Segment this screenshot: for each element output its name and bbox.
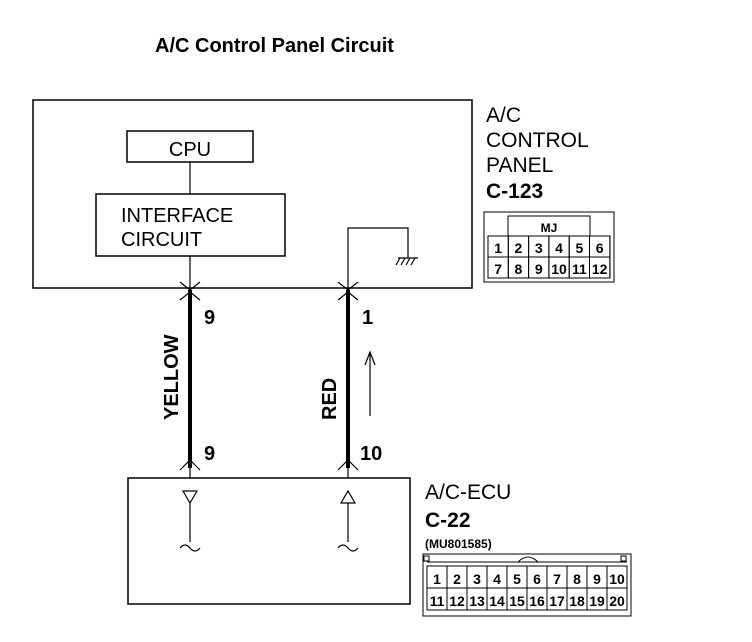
c22-pin-label: 8: [573, 571, 581, 587]
c123-pin-label: 11: [572, 261, 587, 277]
c22-pin-label: 3: [473, 571, 481, 587]
c22-pin-label: 18: [569, 593, 585, 609]
c22-pin-label: 2: [453, 571, 461, 587]
c22-pin-label: 10: [609, 571, 625, 587]
c22-pin-label: 12: [449, 593, 465, 609]
c123-pin-label: 2: [515, 240, 523, 256]
ecu-label: A/C-ECU: [425, 481, 511, 504]
c22-pin-label: 9: [593, 571, 601, 587]
cpu-label: CPU: [169, 139, 211, 161]
c22-pin-label: 20: [609, 593, 625, 609]
c22-pin-label: 17: [549, 593, 565, 609]
c22-pin-label: 5: [513, 571, 521, 587]
control-panel-label-line3: PANEL: [486, 154, 553, 177]
c123-pin-label: 4: [555, 240, 563, 256]
c123-pin-label: 5: [575, 240, 583, 256]
c22-pin-label: 11: [430, 593, 445, 609]
c123-pin-cell: [589, 256, 611, 279]
ecu-box: [127, 477, 411, 605]
ecu-output-arrow-icon: [337, 489, 359, 552]
control-panel-box: [32, 99, 473, 289]
c123-pin-label: 6: [596, 240, 604, 256]
c22-pin-cell: [606, 587, 628, 611]
c123-pin-label: 8: [515, 261, 523, 277]
c123-pin-label: 12: [592, 261, 608, 277]
c22-pin-label: 6: [533, 571, 541, 587]
c22-pin-label: 7: [553, 571, 561, 587]
c123-header: MJ: [541, 221, 558, 235]
wire-yellow-top-pin: 9: [204, 307, 215, 329]
control-panel-label-line1: A/C: [486, 104, 521, 127]
control-panel-label-line2: CONTROL: [486, 129, 589, 152]
c22-pin-label: 16: [529, 593, 545, 609]
c123-pin-label: 9: [535, 261, 543, 277]
wire-red-color-label: RED: [319, 378, 341, 420]
ecu-input-triangle-icon: [179, 490, 201, 552]
wire-yellow-color-label: YELLOW: [161, 334, 183, 420]
interface-label-line2: CIRCUIT: [121, 229, 202, 251]
wire-yellow-bottom-pin: 9: [204, 443, 215, 465]
c22-pin-label: 4: [493, 571, 501, 587]
c22-pin-label: 1: [433, 571, 441, 587]
diagram-title: A/C Control Panel Circuit: [155, 35, 394, 57]
c22-pin-label: 19: [589, 593, 605, 609]
c123-pin-label: 7: [494, 261, 502, 277]
c123-pin-label: 3: [535, 240, 543, 256]
c22-pin-label: 13: [469, 593, 485, 609]
ground-path: [347, 227, 409, 290]
up-arrow-icon: [364, 350, 376, 416]
control-panel-connector-id: C-123: [486, 180, 543, 203]
wire-yellow: [179, 281, 201, 478]
ecu-connector-id: C-22: [425, 509, 471, 532]
ecu-part-number: (MU801585): [425, 537, 492, 551]
c22-pin-label: 14: [489, 593, 505, 609]
wire-red: [337, 281, 359, 478]
c123-pin-label: 10: [551, 261, 567, 277]
ground-icon: [395, 257, 418, 266]
c22-pin-label: 15: [509, 593, 525, 609]
wire-red-top-pin: 1: [362, 307, 373, 329]
interface-label-line1: INTERFACE: [121, 205, 233, 227]
wire-red-bottom-pin: 10: [360, 443, 382, 465]
c123-pin-label: 1: [494, 240, 502, 256]
